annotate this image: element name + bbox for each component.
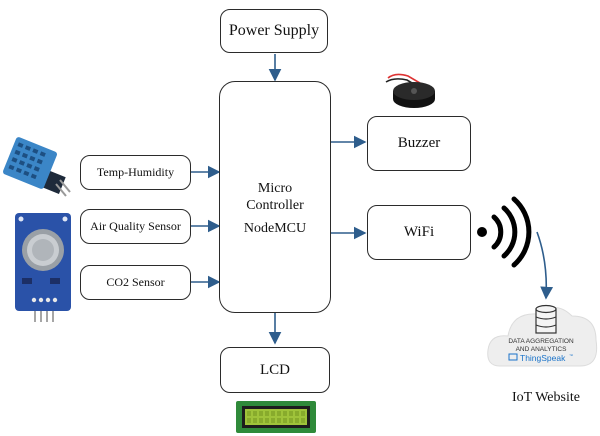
iot-website-caption: IoT Website: [512, 390, 580, 405]
microcontroller-label-line2: Controller: [246, 198, 304, 213]
microcontroller-label: Micro Controller NodeMCU: [219, 180, 331, 237]
cloud-text-line2: AND ANALYTICS: [516, 346, 567, 353]
co2-sensor-label: CO2 Sensor: [106, 275, 165, 289]
microcontroller-label-line3: NodeMCU: [243, 221, 307, 236]
database-icon: [535, 304, 557, 334]
arrow-wifi-to-cloud: [536, 231, 554, 300]
wifi-block: WiFi: [367, 205, 471, 260]
wifi-signal-icon: [477, 196, 532, 268]
thingspeak-trademark: ™: [569, 353, 573, 358]
air-quality-block: Air Quality Sensor: [80, 209, 191, 244]
air-quality-label: Air Quality Sensor: [90, 219, 181, 233]
wifi-label: WiFi: [403, 224, 435, 240]
temp-humidity-label: Temp-Humidity: [96, 165, 175, 179]
temp-humidity-sensor-icon: [3, 137, 71, 197]
buzzer-block: Buzzer: [367, 116, 471, 171]
thingspeak-brand: ThingSpeak: [520, 353, 566, 363]
lcd-module-icon: [236, 401, 316, 433]
cloud-text-line1: DATA AGGREGATION: [508, 338, 574, 345]
thingspeak-logo-icon: [508, 353, 518, 361]
buzzer-icon: [385, 73, 435, 108]
microcontroller-block: [219, 81, 331, 313]
buzzer-label: Buzzer: [397, 135, 441, 151]
temp-humidity-block: Temp-Humidity: [80, 155, 191, 190]
gas-sensor-icon: [15, 213, 71, 322]
lcd-block: LCD: [220, 347, 330, 393]
lcd-label: LCD: [260, 361, 290, 378]
power-supply-label: Power Supply: [228, 22, 320, 39]
power-supply-block: Power Supply: [220, 9, 328, 53]
co2-sensor-block: CO2 Sensor: [80, 265, 191, 300]
microcontroller-label-line1: Micro: [257, 181, 293, 196]
